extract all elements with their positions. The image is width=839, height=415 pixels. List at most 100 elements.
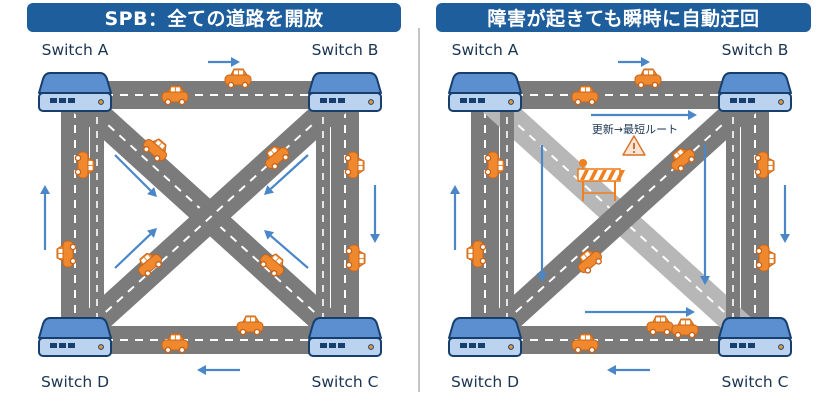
port-icon xyxy=(320,343,327,348)
lane-marking xyxy=(484,94,756,341)
port-icon xyxy=(460,343,467,348)
car-icon xyxy=(161,333,189,354)
port-icon xyxy=(329,98,336,103)
road-barrier-icon xyxy=(577,159,625,201)
switch-b-label: Switch B xyxy=(722,41,789,59)
car-icon xyxy=(74,151,95,179)
car-icon xyxy=(646,315,674,336)
arrow-head xyxy=(686,307,695,317)
arrow-head xyxy=(264,230,275,240)
switch-c-icon xyxy=(718,317,792,357)
switch-b-icon xyxy=(308,72,382,112)
arrow-head xyxy=(607,365,616,375)
port-icon xyxy=(469,98,476,103)
switch-a-icon xyxy=(38,72,112,112)
flow-arrow xyxy=(264,154,309,195)
lane-marking xyxy=(74,94,346,341)
roads xyxy=(61,81,359,354)
flow-arrow xyxy=(591,110,697,120)
car-icon xyxy=(571,85,599,106)
flow-arrow xyxy=(780,185,790,243)
arrow-head xyxy=(450,185,460,194)
car-icon xyxy=(137,252,163,277)
arrow-head xyxy=(147,228,157,238)
arrow-shaft xyxy=(114,233,152,269)
flow-arrow xyxy=(618,57,650,67)
road-b-d xyxy=(65,84,355,351)
arrow-head xyxy=(264,185,275,195)
roads xyxy=(471,81,769,354)
flow-arrow xyxy=(114,154,157,197)
car-icon xyxy=(345,244,366,272)
arrow-head xyxy=(370,234,380,243)
car-icon xyxy=(466,240,487,268)
car-icon xyxy=(142,138,168,162)
port-icon xyxy=(50,343,57,348)
car-icon xyxy=(755,244,776,272)
port-icon xyxy=(68,343,75,348)
arrow-head xyxy=(147,187,157,197)
inner-lanes xyxy=(90,103,330,332)
port-icon xyxy=(730,98,737,103)
car-icon xyxy=(161,85,189,106)
warning-icon xyxy=(622,135,646,156)
car-icon xyxy=(264,145,290,170)
switches xyxy=(448,72,792,357)
inner-lanes xyxy=(500,103,740,332)
switch-b-icon xyxy=(718,72,792,112)
flow-arrow xyxy=(208,57,240,67)
flow-arrow xyxy=(114,228,157,269)
arrow-head xyxy=(231,57,240,67)
flow-arrow xyxy=(585,307,695,317)
flow-arrow xyxy=(450,185,460,250)
arrow-head xyxy=(537,273,547,282)
car-icon xyxy=(571,333,599,354)
switch-c-label: Switch C xyxy=(312,373,379,391)
cars xyxy=(466,68,776,354)
car-icon xyxy=(259,253,285,277)
flow-arrow xyxy=(700,145,710,285)
port-icon xyxy=(469,343,476,348)
car-icon xyxy=(344,151,365,179)
car-icon xyxy=(236,315,264,336)
port-icon xyxy=(59,343,66,348)
cars xyxy=(56,68,366,354)
port-icon xyxy=(748,98,755,103)
switch-d-label: Switch D xyxy=(41,373,109,391)
arrow-head xyxy=(780,234,790,243)
switch-d-icon xyxy=(38,317,112,357)
car-icon xyxy=(754,151,775,179)
arrow-head xyxy=(688,110,697,120)
port-icon xyxy=(730,343,737,348)
arrow-head xyxy=(197,365,206,375)
road-b-d xyxy=(475,84,765,351)
switches xyxy=(38,72,382,357)
switch-d-label: Switch D xyxy=(451,373,519,391)
port-icon xyxy=(338,98,345,103)
reroute-note: 更新→最短ルート xyxy=(592,122,678,136)
car-icon xyxy=(671,318,699,339)
flow-arrow xyxy=(537,145,547,282)
arrow-shaft xyxy=(270,235,309,269)
flow-arrow xyxy=(40,185,50,250)
traffic-arrows xyxy=(450,57,790,375)
panel-title: SPB：全ての道路を開放 xyxy=(27,3,401,32)
port-icon xyxy=(59,98,66,103)
arrow-head xyxy=(40,185,50,194)
arrow-head xyxy=(641,57,650,67)
port-icon xyxy=(338,343,345,348)
port-icon xyxy=(478,98,485,103)
port-icon xyxy=(50,98,57,103)
switch-c-icon xyxy=(308,317,382,357)
car-icon xyxy=(56,240,77,268)
arrow-shaft xyxy=(114,154,152,192)
flow-arrow xyxy=(370,185,380,243)
car-icon xyxy=(634,68,662,89)
port-icon xyxy=(320,98,327,103)
